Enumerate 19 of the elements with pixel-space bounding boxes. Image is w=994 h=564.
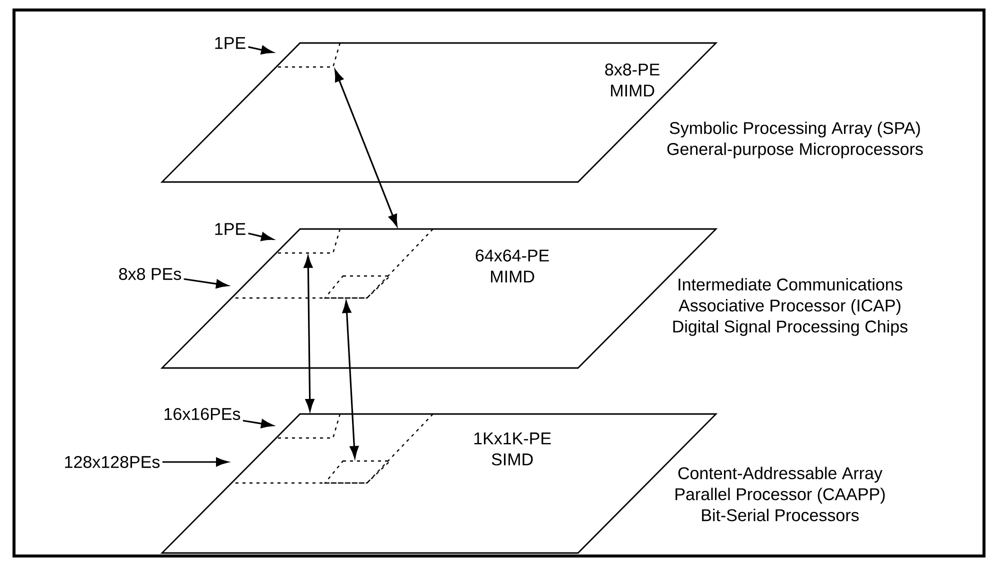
double-arrow xyxy=(334,70,398,226)
dashed-region xyxy=(276,414,341,439)
layer-description: Intermediate Communications Associative Processor (ICAP) Digital Signal Processing Chips xyxy=(673,278,908,336)
pointer-label: 1PE xyxy=(215,223,246,235)
arrow xyxy=(242,419,274,428)
pointer-label: 8x8 PEs xyxy=(119,268,182,280)
dashed-region xyxy=(276,228,341,254)
double-arrow xyxy=(342,300,359,458)
pointer-label: 128x128PEs xyxy=(65,456,160,468)
double-arrow xyxy=(304,256,314,412)
dashed-region xyxy=(276,42,341,68)
pointer-label: 16x16PEs xyxy=(164,408,240,420)
layer-description: Symbolic Processing Array (SPA) General-purpose Microprocessors xyxy=(667,122,923,158)
arrow xyxy=(184,278,228,288)
pointer-label: 1PE xyxy=(215,37,246,49)
arrow xyxy=(248,232,274,242)
arrow xyxy=(248,46,274,54)
arrow xyxy=(162,458,228,466)
layer-description: Content-Addressable Array Parallel Processor (CAAPP) Bit-Serial Processors xyxy=(676,466,885,522)
